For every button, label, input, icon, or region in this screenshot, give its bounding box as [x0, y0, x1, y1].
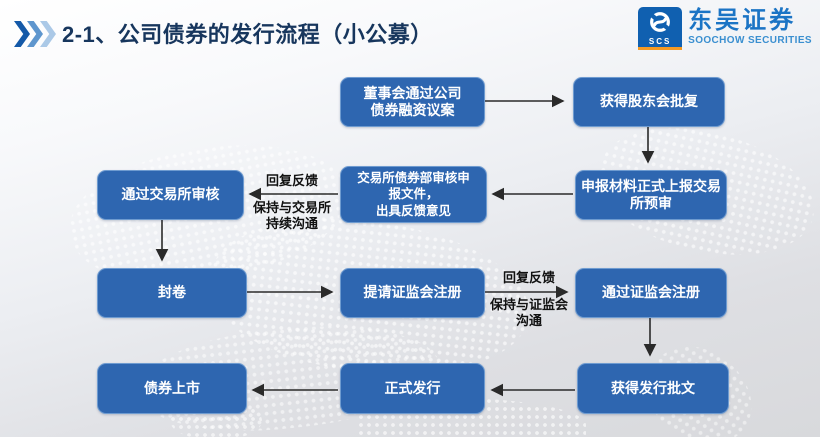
- flow-node-board-resolution: 董事会通过公司 债券融资议案: [340, 77, 485, 127]
- edge-label-exchange-communication: 保持与交易所 持续沟通: [252, 200, 331, 231]
- flow-node-issue-approval: 获得发行批文: [577, 363, 729, 414]
- company-logo: SCS 东吴证券 SOOCHOW SECURITIES: [638, 7, 812, 50]
- triple-chevron-icon: [14, 21, 56, 47]
- logo-orange-bar: [638, 47, 683, 50]
- flow-node-csrc-registered: 通过证监会注册: [575, 268, 727, 318]
- edge-label-csrc-communication: 保持与证监会 沟通: [489, 297, 568, 328]
- page-title: 2-1、公司债券的发行流程（小公募）: [62, 22, 433, 47]
- flow-node-submit-preaudit: 申报材料正式上报交易 所预审: [575, 170, 727, 220]
- flow-node-formal-issue: 正式发行: [340, 363, 485, 414]
- slide-header: 2-1、公司债券的发行流程（小公募） SCS 东吴证券 SOOCHOW SECU…: [0, 0, 820, 60]
- flow-node-exchange-review: 交易所债券部审核申 报文件， 出具反馈意见: [340, 166, 487, 223]
- flow-node-apply-csrc: 提请证监会注册: [340, 268, 485, 318]
- logo-text: 东吴证券 SOOCHOW SECURITIES: [688, 7, 812, 46]
- flow-node-seal-file: 封卷: [97, 268, 247, 318]
- swirl-icon: [638, 7, 683, 37]
- logo-company-name-cn: 东吴证券: [688, 7, 797, 34]
- flow-node-bond-listing: 债券上市: [97, 363, 247, 414]
- edge-label-csrc-feedback: 回复反馈: [502, 270, 555, 285]
- flow-node-shareholder-approval: 获得股东会批复: [573, 77, 725, 127]
- logo-scs-label: SCS: [638, 37, 683, 47]
- flow-node-exchange-pass: 通过交易所审核: [97, 170, 244, 220]
- edge-label-exchange-feedback: 回复反馈: [265, 173, 318, 188]
- logo-company-name-en: SOOCHOW SECURITIES: [688, 35, 812, 46]
- chevron-right-icon: [14, 21, 30, 47]
- soochow-logo-icon: SCS: [638, 7, 683, 50]
